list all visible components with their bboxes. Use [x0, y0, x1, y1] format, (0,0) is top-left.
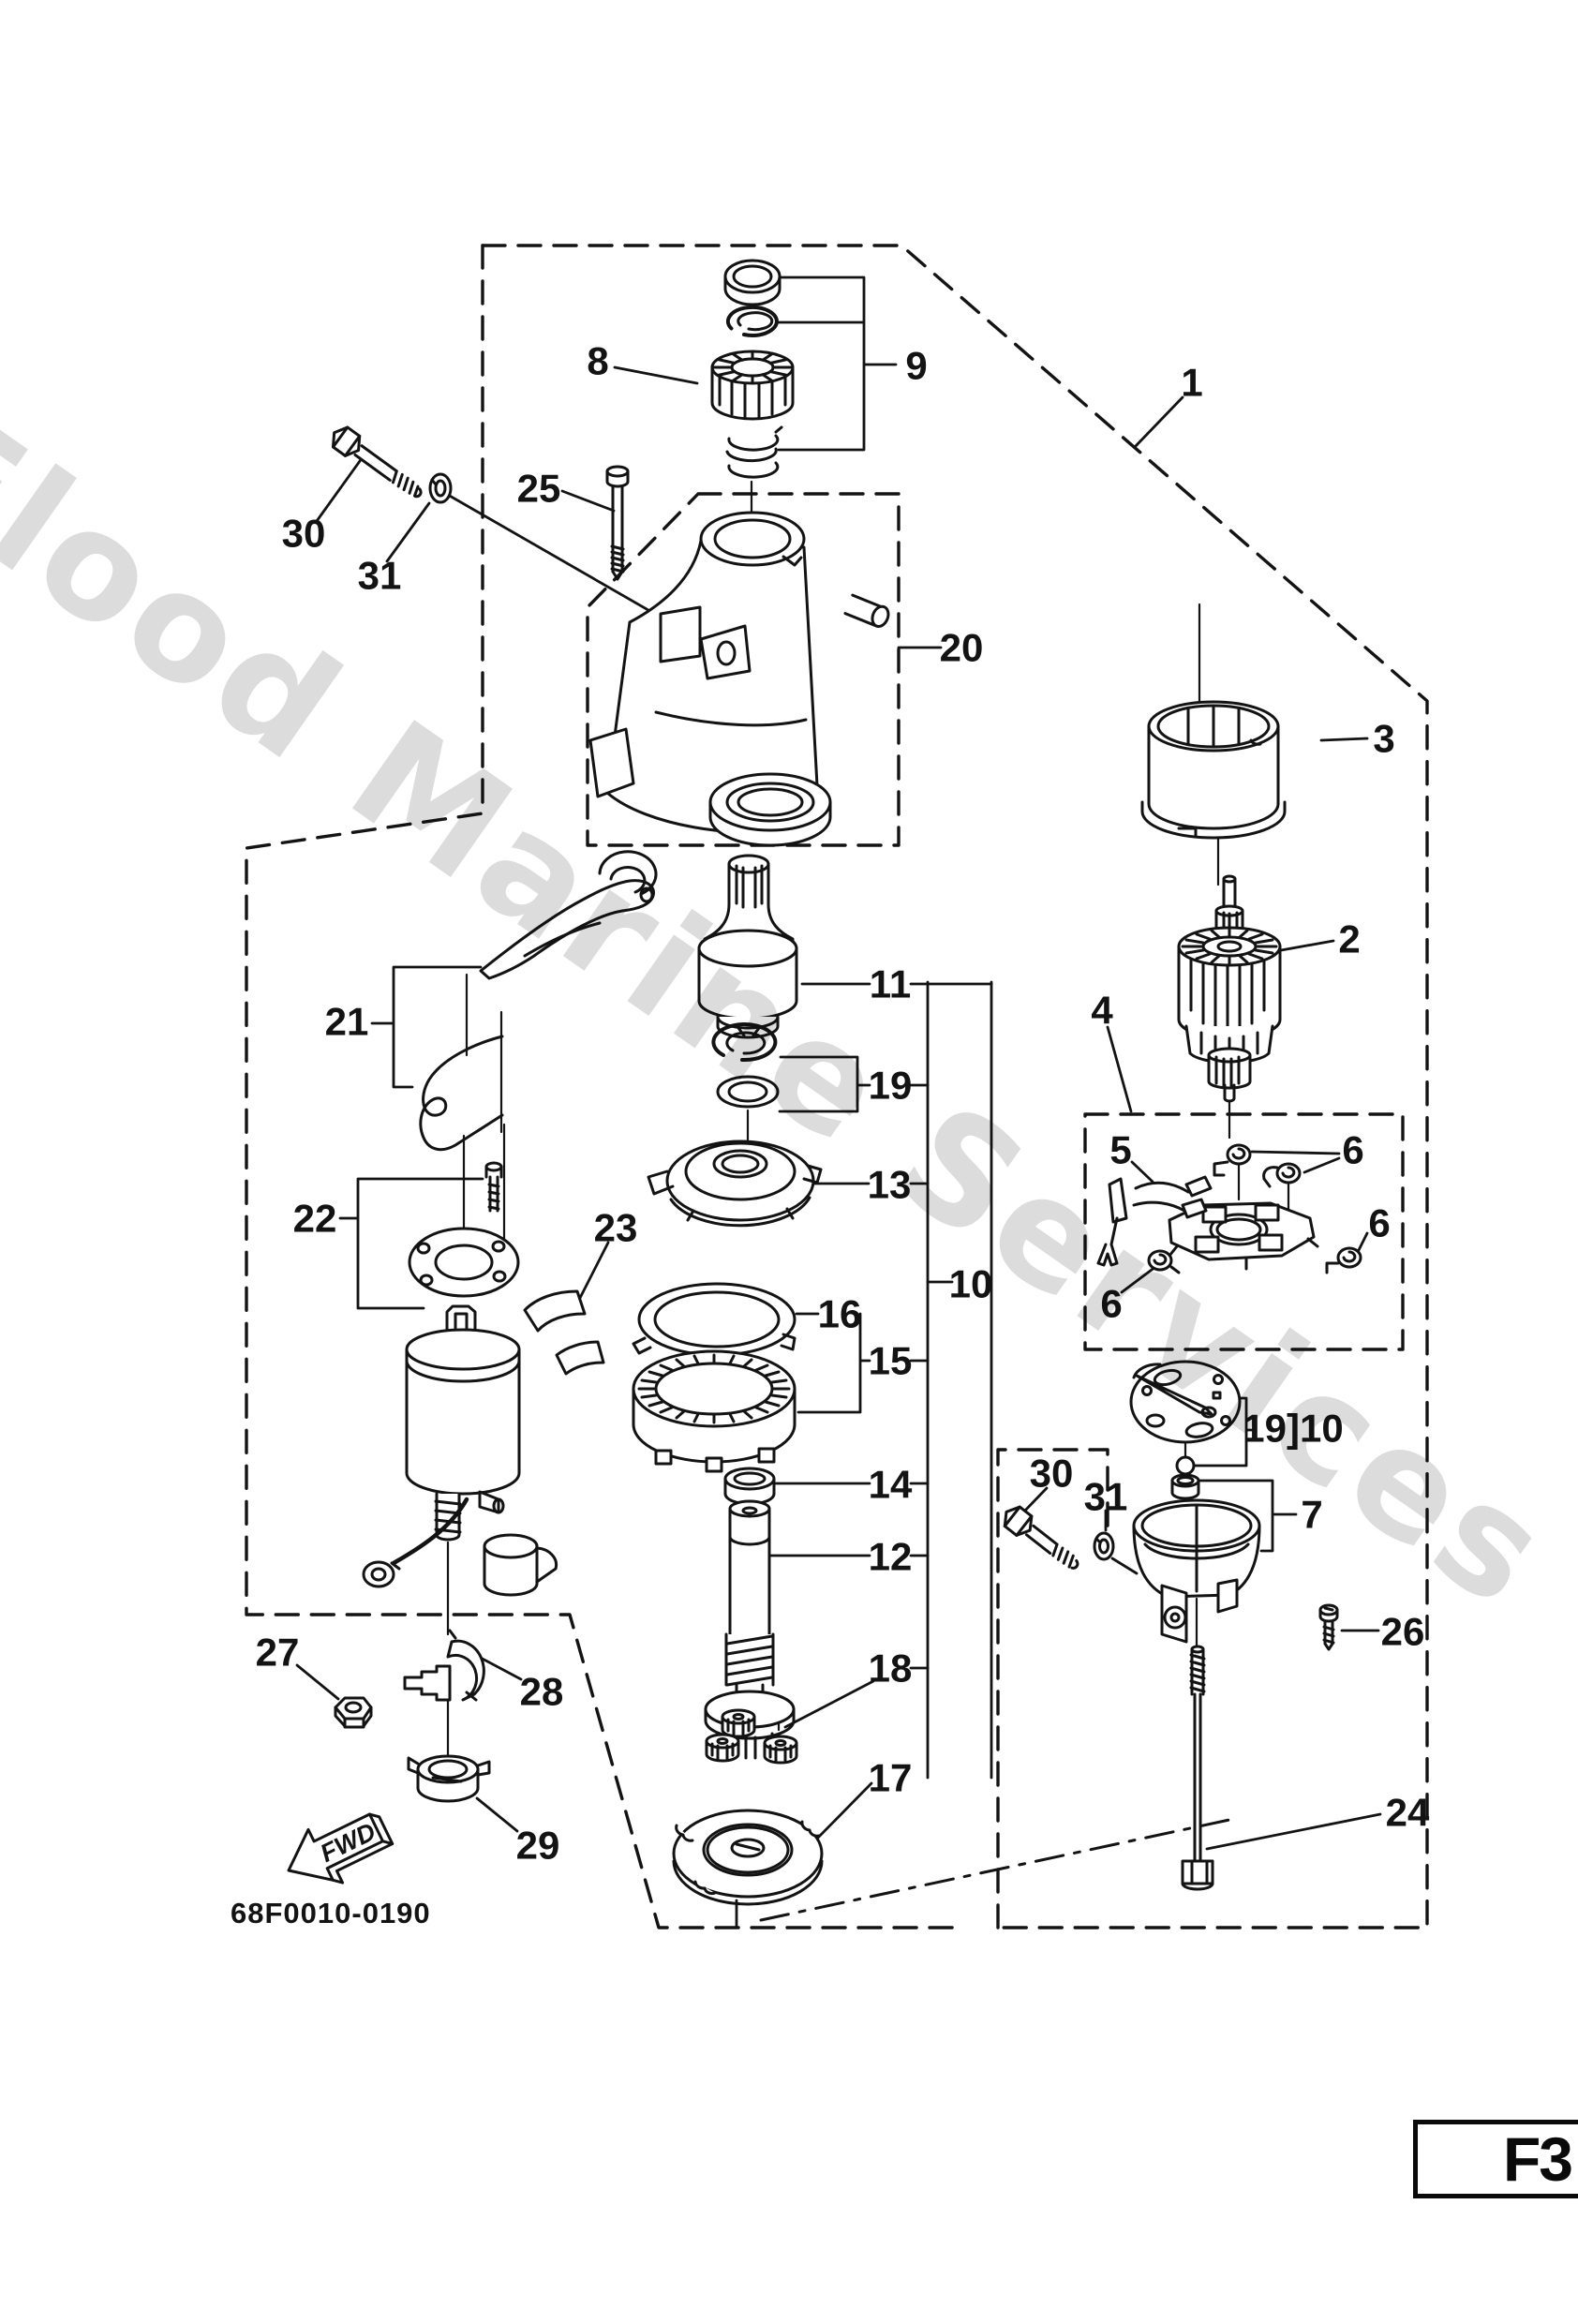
group-10-bracket	[926, 980, 993, 1780]
part-22-rubber-boot	[483, 1533, 558, 1597]
part-label-27: 27	[256, 1631, 300, 1675]
part-8-pinion-gear	[710, 350, 795, 421]
page-code-box: F3	[1413, 2120, 1578, 2198]
part-label-11: 11	[870, 962, 911, 1006]
part-label-6-c: 6	[1100, 1282, 1122, 1326]
part-label-1: 1	[1181, 361, 1202, 405]
part-label-6-b: 6	[1368, 1201, 1390, 1245]
part-26-screw	[1318, 1603, 1339, 1651]
part-24-through-bolt	[1181, 1645, 1214, 1891]
part-2-armature	[1177, 874, 1282, 1103]
drawing-number: 68F0010-0190	[231, 1897, 431, 1929]
part-label-6-a: 6	[1342, 1128, 1363, 1172]
part-30-bolt-bottom	[1003, 1505, 1079, 1570]
part-19-e-clip	[711, 1022, 778, 1063]
part-label-30-bottom: 30	[1030, 1452, 1074, 1496]
part-3-yoke-housing	[1140, 700, 1287, 840]
part-23-magnets	[523, 1289, 605, 1376]
part-25-bolt	[605, 465, 630, 581]
group-4-box	[1083, 1112, 1405, 1351]
part-30-bolt-top	[332, 425, 423, 499]
part-7-bushing	[1170, 1473, 1200, 1500]
axis-lines	[446, 480, 1290, 1758]
part-31-washer-top	[428, 472, 453, 504]
part-label-8: 8	[587, 339, 608, 383]
part-9-spring	[725, 425, 783, 479]
part-15-internal-gear	[632, 1349, 796, 1473]
part-label-24: 24	[1386, 1791, 1430, 1835]
part-label-13: 13	[868, 1163, 912, 1207]
part-label-30-top: 30	[282, 512, 326, 556]
part-label-4: 4	[1091, 989, 1113, 1033]
part-22-solenoid	[362, 1161, 521, 1588]
part-label-5: 5	[1109, 1128, 1131, 1172]
part-label-25: 25	[517, 467, 561, 511]
part-label-16: 16	[818, 1292, 862, 1336]
part-label-3: 3	[1373, 717, 1394, 761]
part-label-7: 7	[1301, 1493, 1322, 1537]
fwd-arrow: FWD	[287, 1812, 394, 1885]
part-17-stationary-plate	[672, 1809, 824, 1906]
part-label-19-10: 19]10	[1243, 1407, 1343, 1451]
part-18-planet-gears	[705, 1708, 798, 1765]
part-4-brush-holder-assembly	[1096, 1143, 1362, 1274]
group-30-31-box	[996, 1448, 1109, 1929]
part-29-retainer	[407, 1754, 491, 1803]
part-label-17: 17	[869, 1756, 913, 1800]
part-label-15: 15	[869, 1339, 913, 1383]
part-27-nut	[334, 1696, 373, 1729]
part-label-21: 21	[325, 1000, 369, 1044]
part-label-20: 20	[940, 626, 984, 670]
part-9-circlip	[725, 305, 779, 337]
part-20-starter-housing	[588, 511, 890, 847]
part-label-10: 10	[949, 1262, 993, 1306]
part-19-washer	[716, 1075, 780, 1109]
group-outlines	[245, 244, 1429, 1929]
part-7-end-cap	[1132, 1498, 1261, 1644]
part-label-29: 29	[516, 1824, 560, 1868]
part-label-18: 18	[869, 1646, 913, 1691]
part-label-19: 19	[869, 1064, 913, 1108]
part-label-31-bottom: 31	[1084, 1475, 1128, 1519]
part-label-9: 9	[905, 344, 927, 388]
part-19-10-gasket-plate	[1129, 1360, 1242, 1444]
part-label-28: 28	[520, 1670, 564, 1714]
part-label-23: 23	[594, 1206, 638, 1250]
part-9-collar	[723, 259, 782, 306]
leader-lines	[295, 276, 1382, 1929]
part-21-spring-wire	[419, 1035, 504, 1152]
part-label-26: 26	[1381, 1610, 1425, 1654]
part-label-12: 12	[869, 1535, 913, 1579]
part-28-pivot-pin	[403, 1629, 485, 1702]
part-31-washer-bottom	[1093, 1531, 1115, 1561]
part-label-14: 14	[869, 1463, 913, 1507]
part-13-end-cover	[647, 1140, 823, 1228]
page-code: F3	[1502, 2124, 1573, 2194]
part-label-22: 22	[293, 1197, 337, 1241]
part-10-ball	[1175, 1455, 1196, 1476]
part-21-shift-fork	[479, 850, 658, 980]
group-20-box	[586, 492, 901, 847]
part-label-31-top: 31	[358, 554, 402, 598]
part-14-bushing	[723, 1467, 776, 1506]
part-11-pinion-clutch	[697, 854, 798, 1039]
part-label-2: 2	[1338, 917, 1360, 961]
